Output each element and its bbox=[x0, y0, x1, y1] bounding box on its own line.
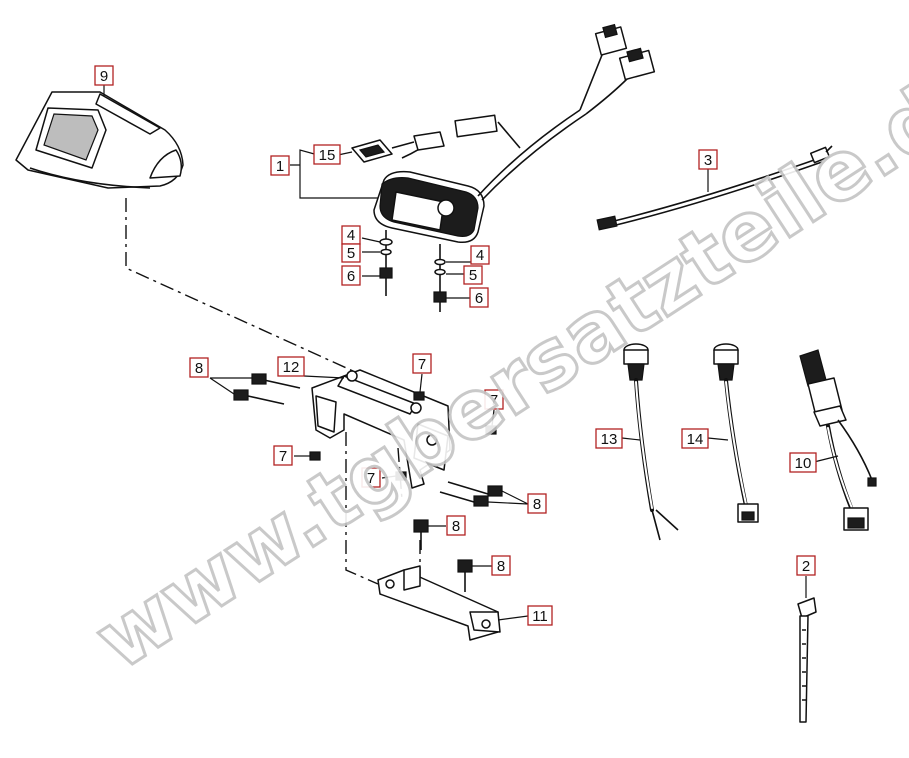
callout-3: 3 bbox=[698, 149, 718, 170]
svg-text:12: 12 bbox=[283, 359, 300, 376]
svg-text:4: 4 bbox=[347, 227, 355, 244]
svg-text:6: 6 bbox=[475, 290, 483, 307]
callout-leaders bbox=[103, 84, 839, 621]
part-12-indicator-lamp bbox=[623, 343, 679, 541]
callout-7-right: 7 bbox=[484, 389, 504, 410]
callout-5-right: 5 bbox=[463, 265, 483, 285]
svg-text:10: 10 bbox=[795, 455, 812, 472]
callout-6-left: 6 bbox=[341, 265, 361, 286]
callout-15: 15 bbox=[313, 144, 341, 165]
part-7-nuts bbox=[309, 391, 497, 481]
svg-text:1: 1 bbox=[276, 158, 284, 175]
callout-8-lower-right: 8 bbox=[527, 493, 547, 514]
callout-9: 9 bbox=[94, 65, 114, 86]
callout-14: 10 bbox=[789, 452, 817, 473]
svg-text:13: 13 bbox=[601, 431, 618, 448]
part-1-meter-assembly bbox=[373, 23, 656, 244]
callout-7-middle: 7 bbox=[361, 467, 381, 488]
callout-4-left: 4 bbox=[341, 225, 361, 245]
svg-text:5: 5 bbox=[469, 267, 477, 284]
callout-6-right: 6 bbox=[469, 287, 489, 308]
callout-13: 14 bbox=[681, 428, 709, 449]
part-14-switch bbox=[799, 349, 877, 531]
callout-10: 12 bbox=[277, 356, 305, 377]
part-15-connector bbox=[351, 131, 445, 163]
part-3-speedo-cable bbox=[596, 145, 833, 231]
callout-8-upper-left: 8 bbox=[189, 357, 209, 378]
meter-fasteners-right bbox=[433, 244, 447, 312]
callout-7-top: 7 bbox=[412, 353, 432, 374]
callout-8-lower-bolt: 8 bbox=[491, 555, 511, 576]
part-11-lower-bracket bbox=[377, 565, 501, 641]
svg-text:11: 11 bbox=[532, 608, 548, 625]
svg-text:7: 7 bbox=[367, 470, 375, 487]
svg-text:8: 8 bbox=[497, 558, 505, 575]
callout-labels: 9 1 15 3 4 5 6 4 bbox=[94, 65, 817, 626]
svg-text:7: 7 bbox=[418, 356, 426, 373]
svg-text:8: 8 bbox=[195, 360, 203, 377]
svg-text:2: 2 bbox=[802, 558, 810, 575]
svg-text:8: 8 bbox=[533, 496, 541, 513]
callout-2: 2 bbox=[796, 555, 816, 576]
part-9-meter-cover bbox=[15, 91, 184, 189]
callout-4-right: 4 bbox=[470, 245, 490, 265]
callout-5-left: 5 bbox=[341, 243, 361, 263]
svg-text:8: 8 bbox=[452, 518, 460, 535]
svg-text:7: 7 bbox=[279, 448, 287, 465]
svg-text:7: 7 bbox=[490, 392, 498, 409]
svg-text:3: 3 bbox=[704, 152, 712, 169]
svg-text:6: 6 bbox=[347, 268, 355, 285]
callout-7-left: 7 bbox=[273, 445, 293, 466]
part-13-indicator-lamp bbox=[713, 343, 759, 523]
part-2-cable-tie bbox=[797, 597, 817, 723]
svg-text:4: 4 bbox=[476, 247, 484, 264]
svg-text:9: 9 bbox=[100, 68, 108, 85]
callout-8-upper-bolt: 8 bbox=[446, 515, 466, 536]
callout-1: 1 bbox=[270, 155, 290, 176]
callout-12: 13 bbox=[595, 428, 623, 449]
svg-text:14: 14 bbox=[687, 431, 704, 448]
part-8-bolts bbox=[233, 373, 503, 592]
meter-fasteners-left bbox=[379, 230, 393, 296]
svg-text:5: 5 bbox=[347, 245, 355, 262]
callout-11: 11 bbox=[527, 605, 553, 626]
svg-text:15: 15 bbox=[319, 147, 336, 164]
